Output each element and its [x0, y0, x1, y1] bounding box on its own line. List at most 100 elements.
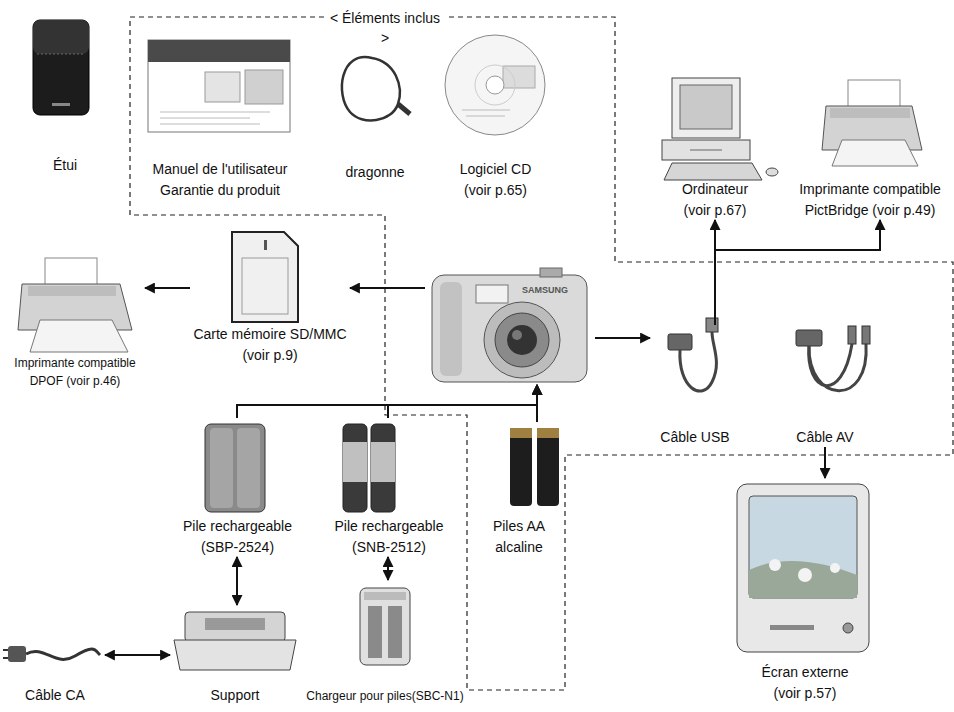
caption-text: Câble CA: [5, 685, 105, 705]
keyboard: [664, 163, 762, 180]
cd-illustration: [445, 35, 545, 135]
tv-body: [737, 484, 869, 652]
printer-photo: [832, 140, 918, 166]
caption-text: < Éléments inclus >: [325, 8, 445, 49]
tv-illustration: [737, 484, 869, 652]
charger-slot: [368, 606, 382, 658]
shutter-button: [540, 268, 562, 277]
connector-arrow: [595, 337, 650, 339]
manual-line: [160, 112, 270, 113]
connector-arrow: [715, 220, 880, 325]
connector-arrow: [105, 654, 170, 656]
cd-line: [466, 116, 505, 117]
av-cable-illustration: [796, 326, 870, 391]
power-wire: [26, 649, 100, 659]
aa-cap: [510, 428, 532, 438]
caption-text: Câble USB: [650, 427, 740, 447]
battery-band: [343, 442, 367, 482]
manual-photo: [205, 72, 240, 102]
screen-flower: [830, 563, 840, 573]
caption-text: Carte mémoire SD/MMC (voir p.9): [190, 324, 350, 365]
case-flap: [33, 20, 89, 54]
tv-knob: [843, 623, 853, 633]
connector-arrow: [536, 385, 538, 422]
battery-cell: [371, 424, 395, 512]
caption-block: Imprimante compatible PictBridge (voir p…: [790, 179, 950, 220]
charger-strip: [364, 592, 406, 600]
screen-field: [749, 561, 857, 598]
caption-block: Logiciel CD (voir p.65): [448, 159, 543, 200]
caption-block: Ordinateur (voir p.67): [670, 179, 760, 220]
connector-arrow: [388, 385, 537, 418]
case-logo: [52, 103, 70, 106]
plug-prong: [3, 657, 8, 659]
rca-plug: [862, 326, 870, 344]
caption-block: Câble USB: [650, 427, 740, 447]
charger-illustration: [360, 588, 410, 665]
camera-grip: [440, 282, 462, 376]
battery-pack-illustration: [205, 424, 265, 512]
caption-block: dragonne: [325, 162, 425, 182]
caption-text: Écran externe (voir p.57): [755, 662, 855, 703]
caption-block: Piles AA alcaline: [475, 516, 563, 557]
power-plug: [8, 646, 26, 662]
printer-illustration: [18, 258, 132, 352]
caption-text: Imprimante compatible DPOF (voir p.46): [5, 355, 145, 390]
av-wire: [809, 344, 852, 386]
caption-block: Câble CA: [5, 685, 105, 705]
connector-arrow: [145, 287, 190, 289]
caption-block: Manuel de l'utilisateurGarantie du produ…: [135, 159, 305, 200]
caption-block: SAMSUNG: [522, 284, 568, 297]
cd-disc: [445, 35, 545, 135]
av-wire: [809, 344, 866, 391]
strap-end: [398, 104, 410, 114]
battery-item: Pile rechargeable (SNB-2512): [318, 418, 460, 557]
camera-body: [432, 275, 587, 382]
cradle-item: Support: [170, 605, 300, 705]
caption-block: Chargeur pour piles(SBC-N1): [300, 688, 470, 705]
caption-text: Câble AV: [770, 427, 880, 447]
usb-cable-illustration: [668, 318, 718, 391]
usb-plug: [706, 318, 718, 332]
usb-plug: [668, 334, 692, 350]
battery-item: Piles AA alcaline: [475, 422, 563, 557]
battery-cell: [210, 428, 233, 508]
av-cable-item: Câble AV: [770, 325, 880, 447]
battery-cell: [237, 428, 260, 508]
connector-arrow: [350, 287, 425, 289]
lens-glass: [507, 325, 537, 355]
cd-ring: [475, 65, 515, 105]
camera-item: SAMSUNG: [425, 262, 595, 385]
aa-cell: [537, 428, 559, 506]
strap-illustration: [342, 57, 410, 120]
dashed-border: [130, 17, 953, 690]
tv-buttons: [770, 625, 814, 630]
charger-body: [360, 588, 410, 665]
sd-card-illustration: [232, 232, 298, 322]
printer-illustration: [822, 80, 922, 166]
caption-block: Écran externe (voir p.57): [755, 662, 855, 703]
caption-block: Support: [170, 685, 300, 705]
printer-item: Imprimante compatible PictBridge (voir p…: [790, 75, 950, 220]
camera-illustration: [432, 268, 587, 382]
caption-block: Carte mémoire SD/MMC (voir p.9): [190, 324, 350, 365]
case-item: Étui: [10, 10, 120, 175]
battery-pack: [205, 424, 265, 512]
caption-text: dragonne: [325, 162, 425, 182]
lens-glint: [512, 330, 522, 340]
caption-block: Étui: [10, 155, 120, 175]
power-cable-illustration: [3, 646, 100, 662]
caption-text: SAMSUNG: [522, 284, 568, 297]
caption-block: Câble AV: [770, 427, 880, 447]
cradle-base: [174, 640, 296, 670]
strap-loop: [342, 57, 400, 120]
printer-photo: [30, 320, 128, 352]
caption-text: Pile rechargeable (SNB-2512): [318, 516, 460, 557]
strap-item: dragonne: [325, 40, 425, 182]
drive-slot: [690, 150, 722, 151]
plug-prong: [3, 649, 8, 651]
tv-screen: [749, 496, 857, 598]
lens-barrel: [495, 313, 549, 367]
